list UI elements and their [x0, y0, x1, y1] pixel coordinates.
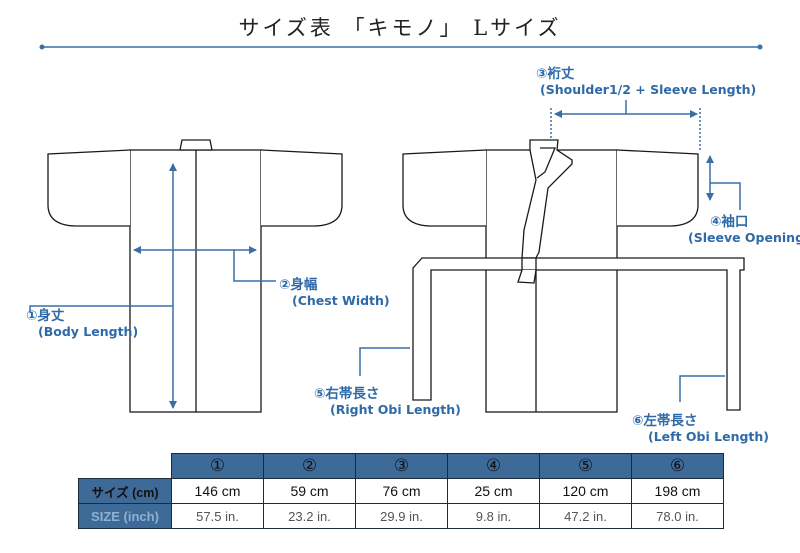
- cell-cm-6: 198 cm: [631, 478, 724, 504]
- label-chest-width: ②身幅 (Chest Width): [279, 273, 390, 308]
- label-sleeve-opening-jp: ④袖口: [710, 214, 749, 230]
- label-chest-width-jp: ②身幅: [279, 277, 318, 293]
- label-body-length: ①身丈 (Body Length): [26, 304, 139, 339]
- row-label-inch: SIZE (inch): [78, 503, 172, 529]
- label-yuki-jp: ③裄丈: [536, 66, 575, 82]
- table-row-inch: SIZE (inch) 57.5 in. 23.2 in. 29.9 in. 9…: [78, 503, 724, 529]
- cell-cm-3: 76 cm: [355, 478, 448, 504]
- label-body-length-jp: ①身丈: [26, 308, 65, 324]
- table-header-1: ①: [171, 453, 264, 479]
- measure-chest-width: [133, 246, 276, 282]
- measure-yuki: [550, 100, 701, 150]
- row-label-cm: サイズ (cm): [78, 478, 172, 504]
- cell-inch-2: 23.2 in.: [263, 503, 356, 529]
- measure-right-obi: [359, 347, 410, 376]
- label-sleeve-opening-en: (Sleeve Opening): [688, 230, 800, 245]
- size-table: ① ② ③ ④ ⑤ ⑥ サイズ (cm) 146 cm 59 cm 76 cm …: [78, 453, 724, 529]
- label-yuki: ③裄丈 (Shoulder1/2 + Sleeve Length): [536, 62, 756, 97]
- measure-body-length: [29, 163, 177, 409]
- cell-inch-1: 57.5 in.: [171, 503, 264, 529]
- label-right-obi-en: (Right Obi Length): [330, 402, 461, 417]
- kimono-front-view: [402, 139, 745, 413]
- cell-inch-5: 47.2 in.: [539, 503, 632, 529]
- cell-cm-4: 25 cm: [447, 478, 540, 504]
- table-header-5: ⑤: [539, 453, 632, 479]
- table-row-cm: サイズ (cm) 146 cm 59 cm 76 cm 25 cm 120 cm…: [78, 478, 724, 504]
- table-corner: [79, 454, 172, 479]
- table-header-3: ③: [355, 453, 448, 479]
- table-header-6: ⑥: [631, 453, 724, 479]
- cell-cm-2: 59 cm: [263, 478, 356, 504]
- table-header-4: ④: [447, 453, 540, 479]
- cell-inch-6: 78.0 in.: [631, 503, 724, 529]
- cell-inch-3: 29.9 in.: [355, 503, 448, 529]
- page-title: サイズ表 「キモノ」 Lサイズ: [238, 16, 562, 40]
- label-right-obi: ⑤右帯長さ (Right Obi Length): [314, 382, 461, 417]
- cell-cm-5: 120 cm: [539, 478, 632, 504]
- label-chest-width-en: (Chest Width): [292, 293, 390, 308]
- table-header-2: ②: [263, 453, 356, 479]
- measure-sleeve-opening: [706, 155, 741, 210]
- label-right-obi-jp: ⑤右帯長さ: [314, 386, 380, 402]
- label-left-obi-jp: ⑥左帯長さ: [632, 413, 698, 429]
- cell-inch-4: 9.8 in.: [447, 503, 540, 529]
- measure-left-obi: [679, 375, 725, 402]
- cell-cm-1: 146 cm: [171, 478, 264, 504]
- label-yuki-en: (Shoulder1/2 + Sleeve Length): [540, 82, 757, 97]
- label-left-obi-en: (Left Obi Length): [648, 429, 770, 444]
- label-left-obi: ⑥左帯長さ (Left Obi Length): [632, 409, 769, 444]
- label-sleeve-opening: ④袖口 (Sleeve Opening): [688, 210, 800, 245]
- size-table-header-row: ① ② ③ ④ ⑤ ⑥: [79, 453, 724, 479]
- label-body-length-en: (Body Length): [38, 324, 139, 339]
